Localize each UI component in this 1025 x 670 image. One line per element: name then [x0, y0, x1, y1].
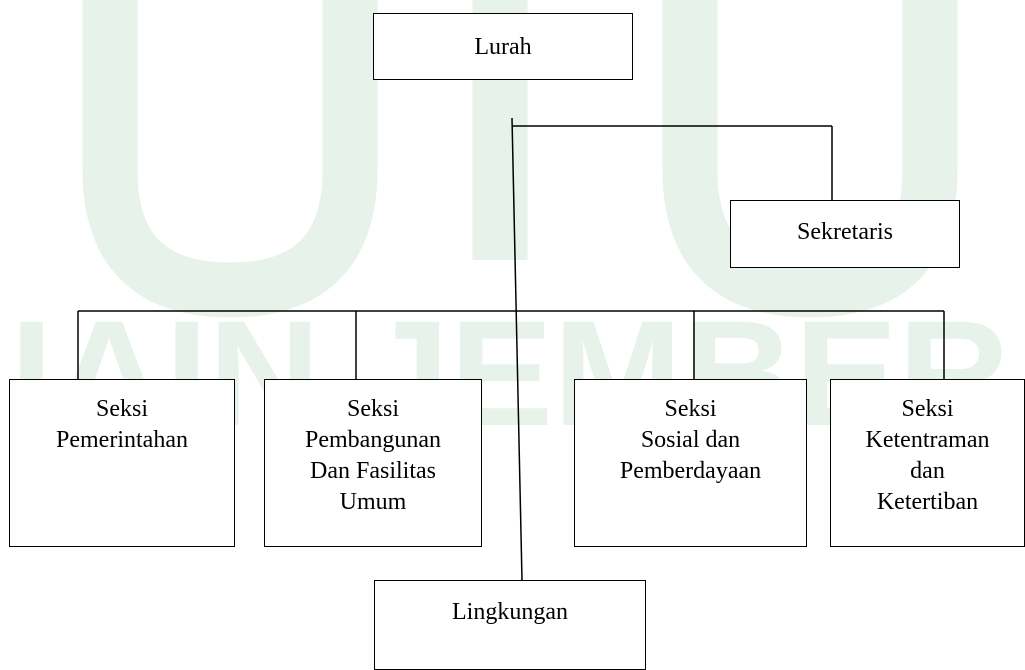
- lurah-label: Lurah: [474, 34, 532, 60]
- lingkungan-label: Lingkungan: [452, 599, 568, 625]
- section-box-pembangunan: Seksi Pembangunan Dan Fasilitas Umum: [264, 379, 482, 547]
- section-box-pemerintahan: Seksi Pemerintahan: [9, 379, 235, 547]
- trunk-line: [511, 117, 523, 581]
- section-label-ketentraman: Seksi Ketentraman dan Ketertiban: [865, 396, 990, 515]
- lingkungan-box: Lingkungan: [374, 580, 646, 670]
- section-label-pemerintahan: Seksi Pemerintahan: [56, 396, 188, 453]
- section-label-pembangunan: Seksi Pembangunan Dan Fasilitas Umum: [305, 396, 441, 515]
- sekretaris-label: Sekretaris: [797, 219, 893, 245]
- lurah-box: Lurah: [373, 13, 633, 80]
- section-label-sosial: Seksi Sosial dan Pemberdayaan: [619, 396, 762, 484]
- section-box-ketentraman: Seksi Ketentraman dan Ketertiban: [830, 379, 1025, 547]
- section-box-sosial: Seksi Sosial dan Pemberdayaan: [574, 379, 807, 547]
- sekretaris-box: Sekretaris: [730, 200, 960, 268]
